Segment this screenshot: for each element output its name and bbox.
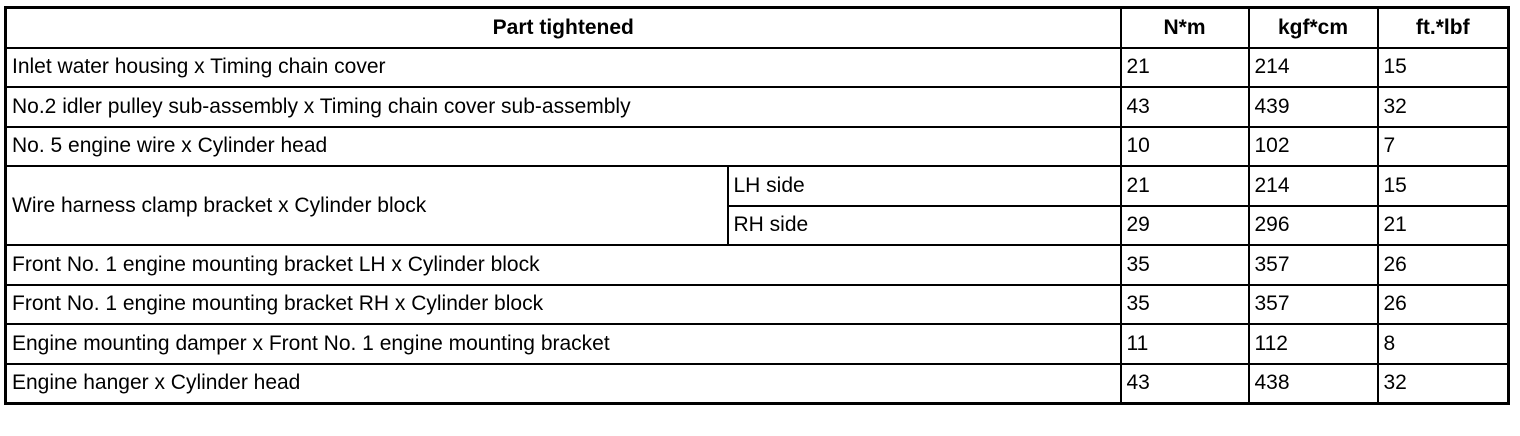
cell-part: Front No. 1 engine mounting bracket LH x… — [4, 244, 1122, 286]
cell-kgfcm: 214 — [1247, 165, 1379, 207]
cell-ftlbf: 15 — [1376, 165, 1510, 207]
cell-kgfcm: 112 — [1247, 323, 1379, 365]
cell-nm: 29 — [1119, 204, 1250, 246]
header-ftlbf: ft.*lbf — [1376, 6, 1510, 49]
cell-part: No. 5 engine wire x Cylinder head — [4, 125, 1122, 167]
header-kgfcm: kgf*cm — [1247, 6, 1379, 49]
header-nm: N*m — [1119, 6, 1250, 49]
cell-part: Front No. 1 engine mounting bracket RH x… — [4, 283, 1122, 325]
cell-ftlbf: 26 — [1376, 244, 1510, 286]
cell-nm: 21 — [1119, 46, 1250, 88]
cell-kgfcm: 357 — [1247, 283, 1379, 325]
cell-nm: 43 — [1119, 362, 1250, 404]
table-header-row: Part tightened N*m kgf*cm ft.*lbf — [4, 6, 1510, 49]
cell-side: RH side — [726, 204, 1122, 246]
cell-ftlbf: 7 — [1376, 125, 1510, 167]
cell-part: Wire harness clamp bracket x Cylinder bl… — [4, 165, 729, 246]
cell-ftlbf: 15 — [1376, 46, 1510, 88]
cell-ftlbf: 8 — [1376, 323, 1510, 365]
cell-ftlbf: 21 — [1376, 204, 1510, 246]
table-row: Wire harness clamp bracket x Cylinder bl… — [4, 165, 1510, 246]
cell-nm: 10 — [1119, 125, 1250, 167]
cell-kgfcm: 214 — [1247, 46, 1379, 88]
table-row: RH side 29 296 21 — [6, 204, 1510, 246]
cell-kgfcm: 102 — [1247, 125, 1379, 167]
cell-kgfcm: 439 — [1247, 86, 1379, 128]
table-row: No.2 idler pulley sub-assembly x Timing … — [4, 86, 1510, 128]
cell-part: Inlet water housing x Timing chain cover — [4, 46, 1122, 88]
cell-kgfcm: 357 — [1247, 244, 1379, 286]
cell-nm: 35 — [1119, 283, 1250, 325]
cell-kgfcm: 296 — [1247, 204, 1379, 246]
table-row: Engine hanger x Cylinder head 43 438 32 — [4, 362, 1510, 404]
cell-ftlbf: 32 — [1376, 362, 1510, 404]
header-part-tightened: Part tightened — [4, 6, 1122, 49]
cell-nm: 21 — [1119, 165, 1250, 207]
torque-spec-table: Part tightened N*m kgf*cm ft.*lbf Inlet … — [4, 6, 1510, 405]
cell-kgfcm: 438 — [1247, 362, 1379, 404]
cell-ftlbf: 26 — [1376, 283, 1510, 325]
cell-nm: 11 — [1119, 323, 1250, 365]
cell-ftlbf: 32 — [1376, 86, 1510, 128]
table-row: Engine mounting damper x Front No. 1 eng… — [4, 323, 1510, 365]
cell-side: LH side — [726, 165, 1122, 207]
table-row: Front No. 1 engine mounting bracket RH x… — [4, 283, 1510, 325]
table-row: Front No. 1 engine mounting bracket LH x… — [4, 244, 1510, 286]
cell-nm: 35 — [1119, 244, 1250, 286]
table-row: No. 5 engine wire x Cylinder head 10 102… — [4, 125, 1510, 167]
table-row: Inlet water housing x Timing chain cover… — [4, 46, 1510, 88]
cell-part: Engine hanger x Cylinder head — [4, 362, 1122, 404]
cell-part: Engine mounting damper x Front No. 1 eng… — [4, 323, 1122, 365]
cell-part: No.2 idler pulley sub-assembly x Timing … — [4, 86, 1122, 128]
cell-nm: 43 — [1119, 86, 1250, 128]
